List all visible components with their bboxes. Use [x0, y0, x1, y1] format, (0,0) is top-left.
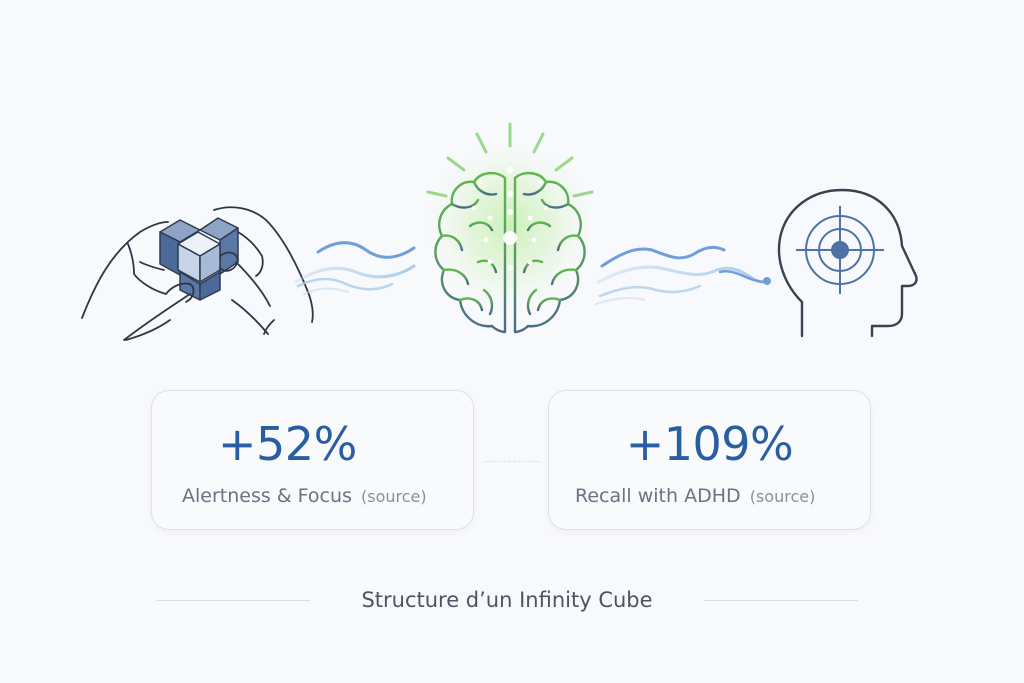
divider-right [703, 599, 858, 601]
source-link[interactable]: (source) [749, 487, 816, 506]
stat-value: +52% [218, 417, 357, 471]
stat-label: Recall with ADHD [575, 485, 741, 507]
source-link[interactable]: (source) [361, 487, 427, 506]
infinity-cube-icon [159, 217, 239, 301]
caption: Structure d’un Infinity Cube [361, 588, 653, 612]
stat-card-alertness: +52% Alertness & Focus (source) [151, 390, 474, 530]
caption-row: Structure d’un Infinity Cube [156, 582, 858, 618]
stat-card-recall: +109% Recall with ADHD (source) [548, 390, 871, 530]
wave-lines-right [595, 245, 771, 305]
wave-lines-left [294, 241, 416, 295]
stat-value: +109% [625, 417, 794, 471]
divider-left [156, 599, 310, 601]
stat-label-row: Recall with ADHD (source) [575, 485, 870, 507]
head-with-target-icon [777, 188, 918, 338]
stat-label: Alertness & Focus [182, 485, 352, 507]
stat-label-row: Alertness & Focus (source) [182, 485, 473, 507]
glowing-brain-icon [415, 122, 605, 334]
dashed-connector [484, 461, 540, 462]
hands-cube-icon [81, 206, 314, 341]
